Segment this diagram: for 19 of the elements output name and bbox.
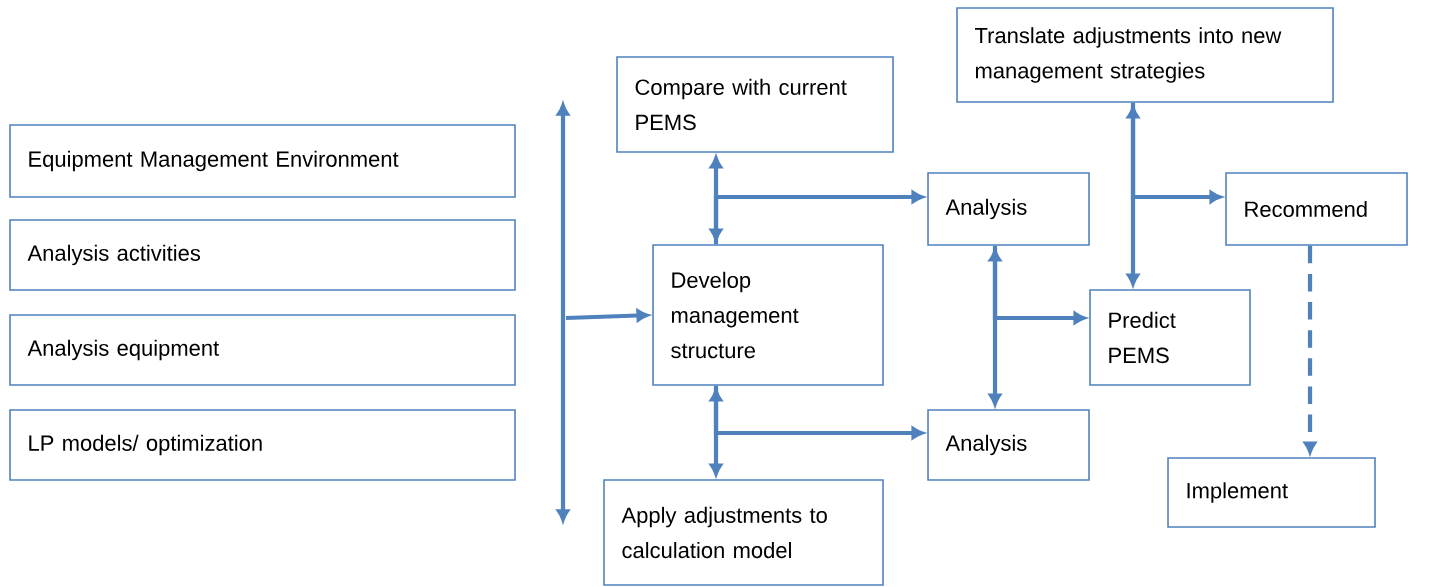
process-box: Analysis bbox=[927, 172, 1090, 246]
list-box: Equipment Management Environment bbox=[9, 124, 516, 198]
process-box: Translate adjustments into new management strategies bbox=[956, 7, 1334, 103]
arrow bbox=[713, 190, 924, 245]
arrow bbox=[992, 245, 1086, 325]
list-box: Analysis equipment bbox=[9, 314, 516, 386]
arrow bbox=[1303, 245, 1317, 454]
process-box: Apply adjustments to calculation model bbox=[603, 479, 884, 586]
process-box: Compare with current PEMS bbox=[616, 56, 894, 153]
arrow bbox=[565, 309, 649, 322]
process-box: Predict PEMS bbox=[1089, 289, 1251, 386]
process-box: Analysis bbox=[927, 409, 1090, 481]
arrow bbox=[713, 385, 924, 440]
process-box: Recommend bbox=[1225, 172, 1408, 246]
list-box: Analysis activities bbox=[9, 219, 516, 291]
process-box: Implement bbox=[1167, 457, 1376, 528]
arrow bbox=[1130, 102, 1222, 204]
list-box: LP models/ optimization bbox=[9, 409, 516, 481]
process-box: Develop management structure bbox=[652, 244, 884, 386]
